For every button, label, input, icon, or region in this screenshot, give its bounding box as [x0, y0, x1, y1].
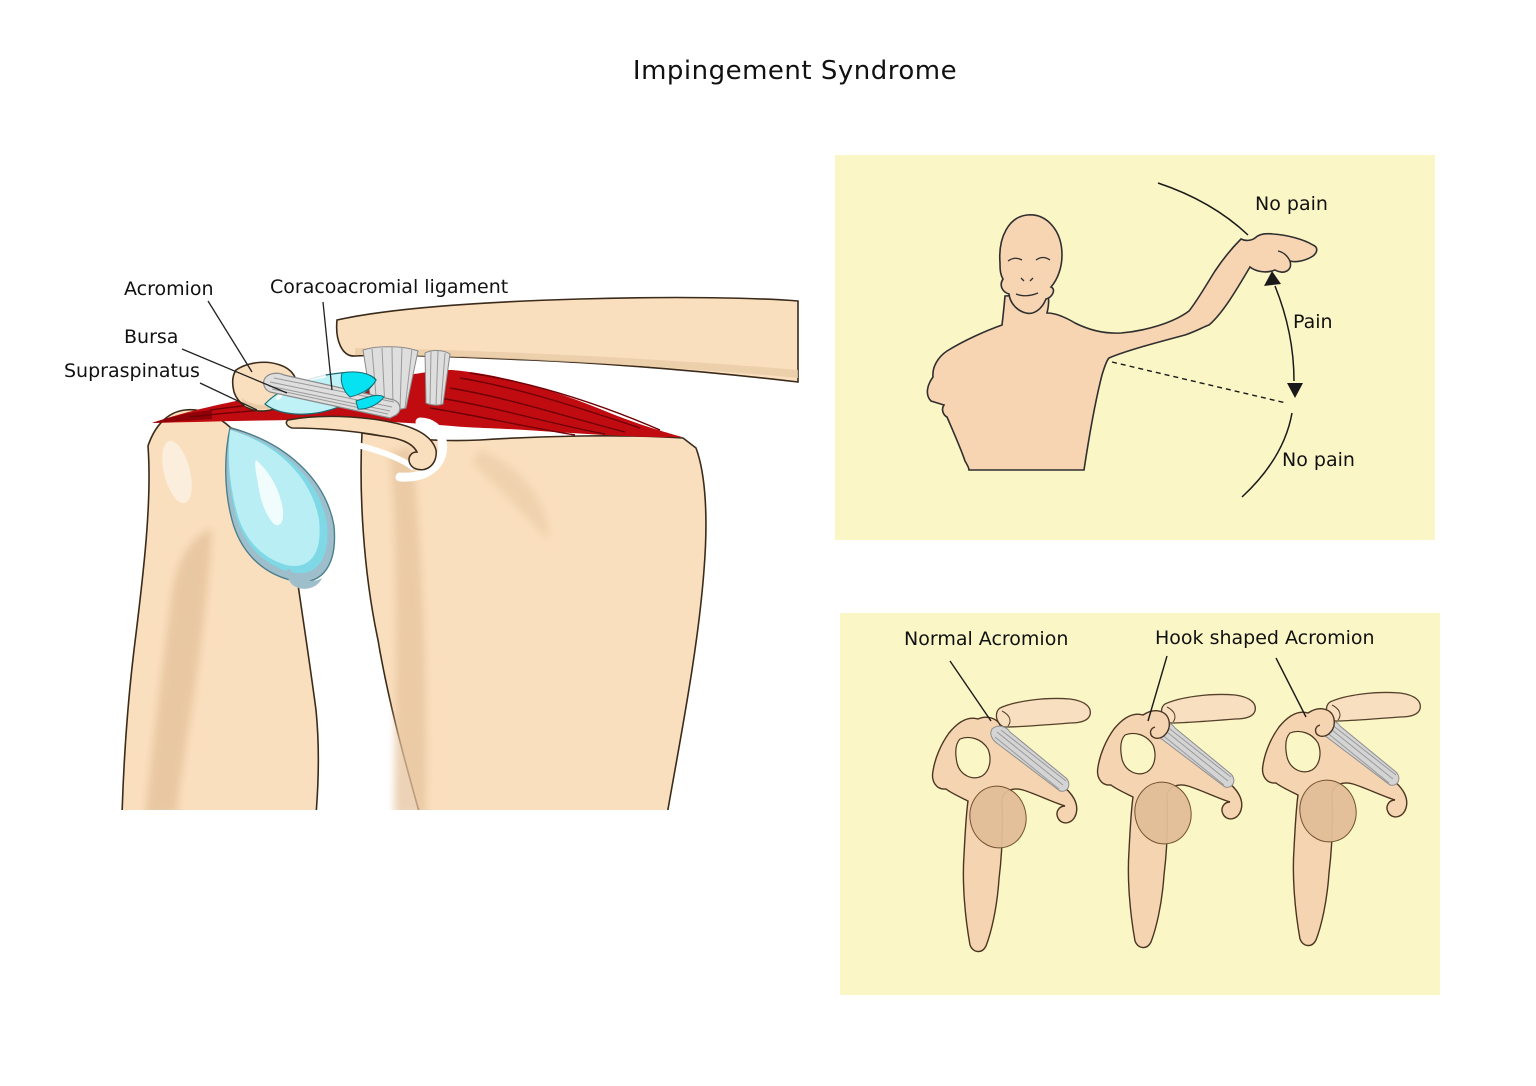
clavicle-shading	[355, 348, 798, 378]
scapula-glenoid	[285, 415, 448, 482]
horizontal-reference-dashed-line	[1111, 361, 1287, 404]
label-pointer-lines	[181, 300, 333, 411]
no-pain-arc-bottom	[1241, 412, 1293, 498]
hook-acromion-pointer-line-1	[1147, 655, 1168, 722]
bursa-pointer-line	[181, 348, 288, 394]
humerus-shadow	[145, 528, 212, 810]
face-features	[1007, 256, 1051, 297]
pain-arc	[1274, 285, 1295, 382]
acromion-label: Acromion	[124, 278, 214, 300]
no-pain-bottom-label: No pain	[1282, 449, 1355, 471]
painful-arc-panel: No pain Pain No pain	[835, 155, 1435, 540]
bone-highlight	[162, 440, 192, 504]
humeral-head-cartilage	[225, 427, 336, 589]
hook-acromion-label: Hook shaped Acromion	[1155, 627, 1375, 649]
normal-acromion-label: Normal Acromion	[904, 628, 1069, 650]
acromion-shapes-panel: Normal Acromion Hook shaped Acromion	[840, 613, 1440, 995]
acromion-pointer-line	[207, 300, 253, 373]
pain-arrow-up	[1264, 271, 1281, 286]
figure-head	[999, 214, 1063, 315]
hook-acromion-pointer-line-2	[1275, 657, 1307, 718]
nose	[1020, 277, 1034, 282]
hand-finger-curl	[1277, 250, 1291, 262]
pain-arrow-down	[1287, 383, 1303, 398]
hook-acromion-scapula-1	[1096, 693, 1257, 949]
coracoacromial-ligament-band	[263, 371, 401, 419]
bursa-bright-lobe	[340, 371, 377, 398]
hook-acromion-scapula-2	[1261, 691, 1422, 947]
no-pain-top-label: No pain	[1255, 193, 1328, 215]
torso-bone-mass	[360, 432, 707, 810]
ligament-fans	[362, 346, 451, 411]
figure-torso	[926, 232, 1318, 471]
no-pain-arc-top	[1157, 182, 1249, 236]
left-eye	[1007, 257, 1023, 262]
normal-acromion-scapula	[931, 697, 1092, 953]
coracoacromial-ligament-label: Coracoacromial ligament	[270, 276, 509, 298]
right-eye	[1035, 256, 1051, 261]
supraspinatus-muscle	[152, 370, 682, 438]
bursa-label: Bursa	[124, 326, 179, 348]
page-title: Impingement Syndrome	[632, 56, 958, 86]
supraspinatus-label: Supraspinatus	[64, 360, 200, 382]
cartilage-highlight	[255, 460, 284, 526]
supraspinatus-pointer-line	[199, 382, 258, 411]
cartilage-rim-tail	[287, 568, 322, 589]
painful-arc-figure	[926, 182, 1318, 498]
acromion-panel-pointer-lines	[949, 655, 1307, 722]
bursa-bright-sliver	[355, 394, 385, 410]
mouth	[1015, 292, 1039, 297]
coracoacromial-pointer-line	[322, 301, 333, 391]
pain-label: Pain	[1293, 311, 1333, 333]
normal-acromion-pointer-line	[949, 660, 992, 722]
shoulder-anatomy-diagram	[121, 296, 799, 810]
acromion-shapes-figure	[931, 655, 1422, 953]
